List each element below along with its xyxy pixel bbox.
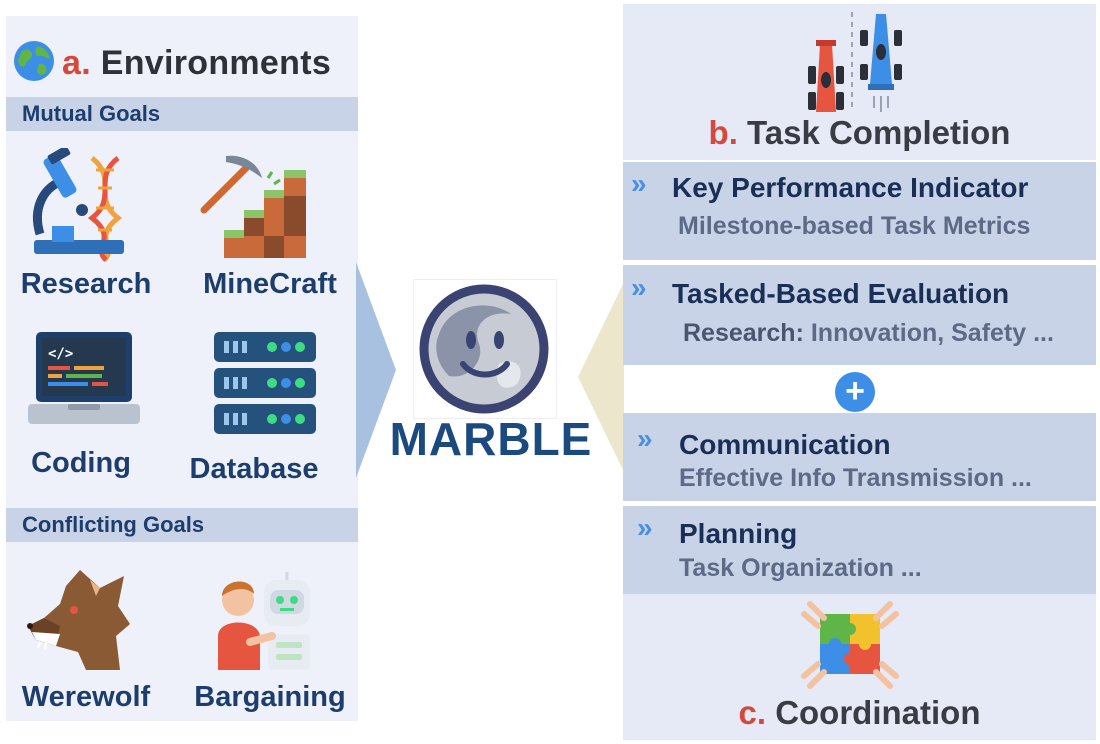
marble-logo-icon (419, 284, 549, 414)
minecraft-label: MineCraft (203, 268, 337, 300)
environments-title-text: Environments (100, 44, 332, 82)
task-completion-header-panel (623, 4, 1096, 160)
laptop-code-icon: </> (28, 332, 140, 424)
microscope-dna-icon (32, 148, 124, 262)
chevron-right-icon: » (637, 512, 652, 543)
chevron-right-icon: » (631, 272, 646, 303)
planning-box (623, 506, 1096, 594)
marble-name: MARBLE (389, 413, 593, 465)
task-completion-title-text: Task Completion (747, 114, 1011, 151)
task-completion-title: b. Task Completion (623, 114, 1096, 152)
task-evaluation-box (623, 265, 1096, 365)
werewolf-icon (27, 570, 130, 670)
left-flow-arrow (356, 262, 396, 478)
coding-label: Coding (31, 447, 131, 479)
chevron-right-icon: » (637, 423, 652, 454)
database-label: Database (189, 453, 319, 485)
kpi-subtitle: Milestone-based Task Metrics (678, 212, 1031, 240)
right-flow-arrow (578, 282, 624, 472)
puzzle-hands-icon (801, 601, 899, 689)
communication-subtitle: Effective Info Transmission ... (679, 464, 1032, 492)
pickaxe-blocks-icon (200, 155, 306, 258)
communication-title: Communication (679, 429, 891, 460)
plus-icon: + (835, 372, 875, 412)
database-server-icon (214, 332, 316, 434)
task-completion-letter: b. (708, 114, 738, 151)
task-evaluation-subtitle-strong: Research: (683, 319, 804, 347)
kpi-box (623, 162, 1096, 260)
planning-title: Planning (679, 518, 798, 549)
conflicting-goals-band: Conflicting Goals (6, 508, 358, 542)
race-cars-icon (808, 12, 902, 112)
communication-box (623, 413, 1096, 501)
coordination-letter: c. (738, 694, 767, 731)
research-label: Research (20, 268, 152, 300)
chevron-right-icon: » (631, 168, 646, 199)
task-evaluation-subtitle: Research: Innovation, Safety ... (683, 319, 1054, 348)
coordination-title: c. Coordination (623, 694, 1096, 732)
bargaining-label: Bargaining (194, 681, 346, 713)
svg-text:</>: </> (48, 346, 73, 362)
globe-icon (14, 41, 54, 81)
coordination-title-text: Coordination (775, 694, 981, 731)
mutual-goals-band: Mutual Goals (6, 97, 358, 131)
human-robot-icon (218, 572, 310, 670)
task-evaluation-subtitle-rest: Innovation, Safety ... (803, 319, 1054, 347)
environments-title: a. Environments (62, 44, 331, 83)
environments-letter: a. (62, 44, 91, 82)
task-evaluation-title: Tasked-Based Evaluation (672, 278, 1010, 309)
werewolf-label: Werewolf (21, 681, 151, 713)
planning-subtitle: Task Organization ... (679, 554, 922, 582)
kpi-title: Key Performance Indicator (672, 172, 1029, 203)
